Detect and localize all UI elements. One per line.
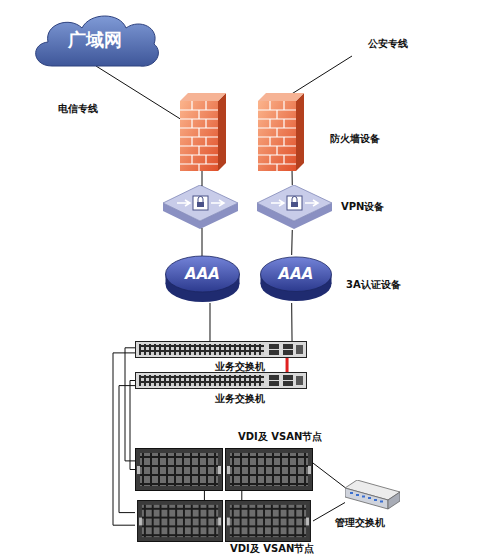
- device-wire: [202, 171, 203, 186]
- line-label: 电信专线: [58, 103, 98, 115]
- aaa-disc: AAA: [165, 255, 240, 303]
- device-label: VPN设备: [341, 201, 384, 213]
- server-node-graphic: [136, 449, 313, 491]
- network-cable: [130, 381, 135, 470]
- service-switch: 业务交换机: [135, 341, 307, 358]
- management-switch-graphic: [345, 480, 400, 509]
- management-switch: 管理交换机: [345, 480, 400, 510]
- service-switch-graphic: [136, 342, 307, 358]
- service-switch-graphic: [136, 373, 307, 389]
- device-label: 防火墙设备: [330, 133, 380, 145]
- network-cable: [119, 386, 135, 513]
- service-switch-shape: [135, 341, 307, 358]
- firewall-device: 防火墙设备: [258, 93, 304, 171]
- vpn-device-shape: [257, 185, 332, 230]
- server-node-shape: [135, 500, 313, 542]
- server-node: VDI及 VSAN节点: [135, 500, 313, 542]
- device-label: VDI及 VSAN节点: [238, 431, 322, 443]
- aaa-disc-graphic: [260, 257, 331, 301]
- line-label: 公安专线: [368, 38, 408, 50]
- network-cable: [204, 491, 205, 500]
- police-line: [290, 56, 352, 95]
- device-label: 业务交换机: [215, 361, 265, 373]
- firewall-device-graphic: [258, 93, 304, 171]
- stack-link: [286, 358, 289, 372]
- node-text: 广域网: [30, 29, 160, 51]
- network-cable: [113, 353, 135, 525]
- server-node: VDI及 VSAN节点: [135, 448, 313, 491]
- aaa-disc: AAA3A认证设备: [260, 255, 332, 303]
- network-cable: [292, 171, 293, 185]
- network-cable: [313, 463, 345, 487]
- server-node-shape: [135, 448, 313, 491]
- device-label: VDI及 VSAN节点: [230, 543, 314, 555]
- firewall-device: [180, 93, 226, 171]
- service-switch-shape: [135, 372, 307, 389]
- device-wire: [202, 228, 203, 256]
- server-node-graphic: [138, 500, 311, 541]
- node-text: AAA: [165, 265, 240, 283]
- firewall-device-shape: [258, 93, 304, 171]
- node-text: AAA: [260, 265, 332, 283]
- vpn-device-graphic: [257, 185, 332, 229]
- service-switch: 业务交换机: [135, 372, 307, 389]
- network-cable: [291, 303, 292, 341]
- management-switch-shape: [345, 480, 400, 510]
- network-cable: [241, 491, 242, 500]
- telecom-line: [96, 66, 182, 120]
- device-label: 管理交换机: [335, 517, 385, 529]
- device-label: 3A认证设备: [346, 279, 401, 291]
- device-label: 业务交换机: [215, 393, 265, 405]
- vpn-device: [163, 185, 238, 229]
- network-cable: [291, 230, 293, 255]
- network-cable: [209, 303, 210, 341]
- aaa-disc-graphic: [166, 256, 240, 302]
- vpn-device: VPN设备: [257, 185, 332, 230]
- cloud-shape: 广域网: [30, 12, 160, 70]
